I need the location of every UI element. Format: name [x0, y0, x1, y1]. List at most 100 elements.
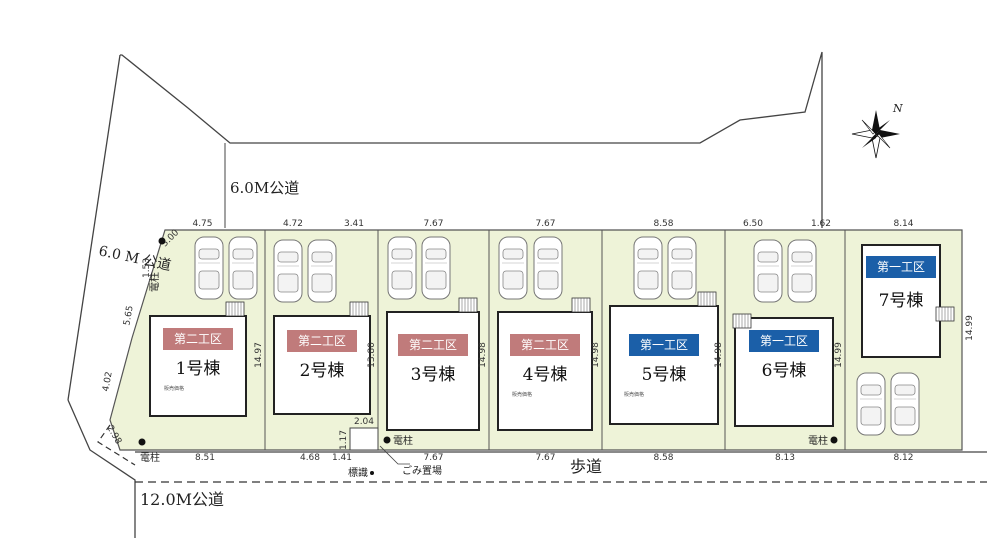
phase-tag-label-1: 第二工区 [174, 332, 222, 346]
dim-bottom-5: 8.58 [653, 453, 673, 463]
road-dashed-left [97, 424, 136, 466]
garbage-label: ごみ置場 [402, 464, 442, 477]
house-deck-1 [225, 301, 245, 317]
phase-tag-label-2: 第二工区 [298, 334, 346, 348]
house-3: 第二工区 3号棟 [386, 297, 480, 431]
price-note-5: 販売価格 [624, 391, 644, 398]
dim-top-2-b: 3.41 [344, 219, 364, 229]
masked-area [188, 0, 805, 140]
price-note-4: 販売価格 [512, 391, 532, 398]
phase-tag-5 [629, 334, 699, 356]
phase-tag-3 [398, 334, 468, 356]
dim-garbage-w: 2.04 [354, 417, 374, 427]
dim-side-3: 14.98 [478, 342, 488, 368]
parking-spaces [194, 236, 920, 436]
dim-side-6: 14.99 [834, 342, 844, 368]
car-icon-8 [633, 236, 663, 300]
pole-marker-1 [158, 237, 166, 245]
dim-top-4: 7.67 [535, 219, 555, 229]
dim-left-2: 5.65 [122, 305, 135, 326]
dim-side-5: 14.98 [714, 342, 724, 368]
phase-tag-4 [510, 334, 580, 356]
house-6: 第一工区 6号棟 [732, 313, 834, 427]
lot-divisions [264, 230, 846, 450]
sign-marker [370, 471, 374, 475]
house-deck-5 [697, 291, 717, 307]
car-icon-1 [228, 236, 258, 300]
dim-side-7: 14.99 [965, 315, 975, 341]
dim-bottom-3: 7.67 [423, 453, 443, 463]
pole-label-3: 電柱 [393, 434, 413, 447]
dim-bottom-2: 4.68 [300, 453, 320, 463]
dim-left-1: 1.53 [142, 258, 152, 278]
house-name-3: 3号棟 [411, 365, 456, 385]
road-label-top: 6.0M公道 [230, 179, 299, 197]
dim-bottom-1: 8.51 [195, 453, 215, 463]
dim-bottom-4: 7.67 [535, 453, 555, 463]
road-label-bottom: 12.0M公道 [140, 490, 224, 509]
house-deck-2 [349, 301, 369, 317]
price-note-1: 販売価格 [164, 385, 184, 392]
house-name-7: 7号棟 [879, 291, 924, 311]
car-icon-0 [194, 236, 224, 300]
dim-bottom-7: 8.12 [893, 453, 913, 463]
house-deck-3 [458, 297, 478, 313]
road-edge-top [120, 51, 823, 228]
dim-side-1: 14.97 [254, 342, 264, 368]
house-deck-7 [935, 306, 955, 322]
dim-side-2: 13.80 [367, 342, 377, 368]
house-name-1: 1号棟 [176, 359, 221, 379]
house-outline-3 [386, 311, 480, 431]
car-icon-10 [753, 239, 783, 303]
dim-top-6-a: 6.50 [743, 219, 763, 229]
car-icon-11 [787, 239, 817, 303]
house-2: 第二工区 2号棟 [273, 301, 371, 415]
house-name-6: 6号棟 [762, 361, 807, 381]
pole-marker-4 [830, 436, 838, 444]
phase-tag-6 [749, 330, 819, 352]
road-edge-left-lower [67, 399, 136, 538]
pole-marker-3 [383, 436, 391, 444]
house-outline-4 [497, 311, 593, 431]
sidewalk-label: 歩道 [570, 457, 602, 476]
phase-tag-7 [866, 256, 936, 278]
north-arrow-icon [851, 110, 900, 159]
car-icon-12 [856, 372, 886, 436]
dim-garbage-h1: 1.17 [339, 430, 349, 450]
phase-tag-label-7: 第一工区 [877, 260, 925, 274]
road-edge-left-outer [67, 54, 121, 401]
houses: 第二工区1号棟販売価格第二工区2号棟第二工区3号棟第二工区4号棟販売価格第一工区… [149, 244, 955, 431]
phase-tag-label-6: 第一工区 [760, 334, 808, 348]
pole-marker-2 [138, 438, 146, 446]
dim-top-1: 4.75 [192, 219, 212, 229]
dim-top-2-a: 4.72 [283, 219, 303, 229]
sign-label: 標識 [348, 466, 368, 479]
dim-top-7: 8.14 [893, 219, 913, 229]
dim-top-3: 7.67 [423, 219, 443, 229]
pole-label-1: 電柱 [148, 272, 161, 292]
dim-left-3: 4.02 [101, 371, 114, 392]
dim-bottom-6: 8.13 [775, 453, 795, 463]
north-label: N [892, 102, 903, 115]
house-deck-6 [732, 313, 752, 329]
house-deck-4 [571, 297, 591, 313]
house-7: 第一工区 7号棟 [861, 244, 955, 358]
car-icon-6 [498, 236, 528, 300]
house-outline-5 [609, 305, 719, 425]
pole-label-2: 電柱 [140, 451, 160, 464]
phase-tag-label-3: 第二工区 [409, 338, 457, 352]
dim-top-6-b: 1.62 [811, 219, 831, 229]
garbage-area [349, 427, 379, 451]
pole-label-4: 電柱 [808, 434, 828, 447]
garbage-leader [379, 445, 410, 465]
phase-tag-label-5: 第一工区 [640, 338, 688, 352]
car-icon-2 [273, 239, 303, 303]
car-icon-7 [533, 236, 563, 300]
dim-top-5: 8.58 [653, 219, 673, 229]
house-name-2: 2号棟 [300, 361, 345, 381]
